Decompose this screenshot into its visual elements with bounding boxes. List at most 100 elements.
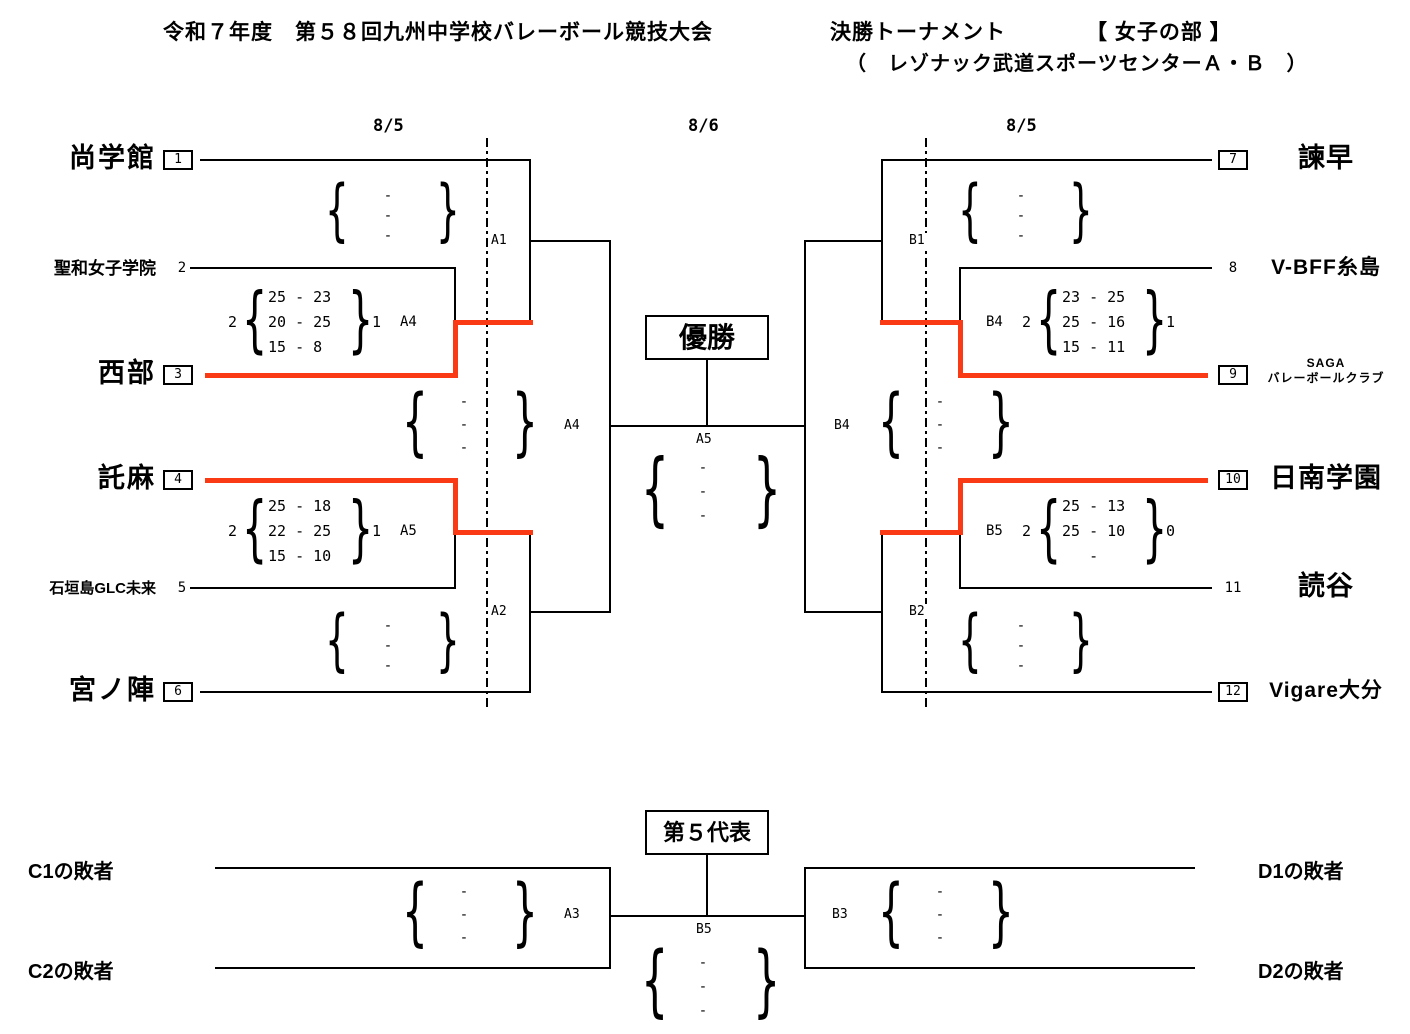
empty-set-scores: - - - xyxy=(1016,188,1026,244)
sets-won-left: 2 xyxy=(228,522,238,540)
bracket-line xyxy=(960,587,1212,589)
winner-line xyxy=(205,373,457,378)
bracket-line xyxy=(610,915,806,917)
sets-won-right: 1 xyxy=(372,313,382,331)
team-name: 読谷 xyxy=(1298,571,1354,601)
referee-label: A5 xyxy=(398,523,419,539)
sets-won-right: 1 xyxy=(1166,313,1176,331)
winner-line xyxy=(958,320,963,378)
match-label-a5: A5 xyxy=(694,432,714,447)
bracket-line xyxy=(805,611,882,613)
seed-number: 8 xyxy=(1228,260,1238,276)
loser-label-d1: D1の敗者 xyxy=(1258,861,1344,883)
seed-number: 11 xyxy=(1224,580,1242,596)
brace-open: { xyxy=(958,171,982,250)
team-name: Vigare大分 xyxy=(1269,679,1383,702)
seed-box: 10 xyxy=(1218,470,1248,490)
team-name: 石垣島GLC未来 xyxy=(49,580,156,597)
date-center: 8/6 xyxy=(688,116,719,136)
brace-close: } xyxy=(988,379,1014,465)
empty-set-scores: - - - xyxy=(935,394,945,456)
fifth-place-box: 第５代表 xyxy=(645,810,769,855)
empty-set-scores: - - - xyxy=(459,884,469,946)
empty-set-scores: - - - xyxy=(935,884,945,946)
bracket-line xyxy=(609,867,611,969)
set-scores: 25 - 18 22 - 25 15 - 10 xyxy=(268,497,332,565)
brace-close: } xyxy=(512,379,538,465)
team-name: 諫早 xyxy=(1298,143,1354,173)
winner-line xyxy=(205,478,457,483)
match-label-b4: B4 xyxy=(832,418,852,433)
referee-label: B5 xyxy=(984,523,1005,539)
winner-line xyxy=(880,530,963,535)
match-label-a1: A1 xyxy=(489,233,509,248)
brace-close: } xyxy=(436,171,460,250)
set-scores: 25 - 23 20 - 25 15 - 8 xyxy=(268,288,332,356)
loser-label-d2: D2の敗者 xyxy=(1258,961,1344,983)
team-name: 西部 xyxy=(98,358,156,388)
match-label-b2: B2 xyxy=(907,604,927,619)
set-scores: 23 - 25 25 - 16 15 - 11 xyxy=(1062,288,1126,356)
brace-open: { xyxy=(242,277,268,361)
brace-open: { xyxy=(325,171,349,250)
brace-close: } xyxy=(753,442,781,535)
match-label-b1: B1 xyxy=(907,233,927,248)
set-scores: 25 - 13 25 - 10 - xyxy=(1062,497,1126,565)
bracket-line xyxy=(530,240,610,242)
sets-won-left: 2 xyxy=(1022,522,1032,540)
day-divider-line xyxy=(925,138,927,710)
date-right: 8/5 xyxy=(1006,116,1037,136)
brace-open: { xyxy=(641,936,669,1026)
bracket-line xyxy=(200,159,530,161)
team-name-line1: SAGA xyxy=(1306,356,1346,370)
bracket-line xyxy=(805,867,1195,869)
winner-line xyxy=(453,530,533,535)
seed-box: 6 xyxy=(163,682,193,702)
brace-close: } xyxy=(753,936,781,1026)
empty-set-scores: - - - xyxy=(383,188,393,244)
seed-number: 2 xyxy=(177,260,187,276)
bracket-line xyxy=(881,531,883,693)
seed-box: 4 xyxy=(163,470,193,490)
winner-line xyxy=(880,320,963,325)
day-divider-line xyxy=(486,138,488,710)
brace-close: } xyxy=(1069,171,1093,250)
bracket-line xyxy=(706,360,708,426)
winner-line xyxy=(453,320,533,325)
bracket-line xyxy=(805,967,1195,969)
bracket-line xyxy=(610,425,806,427)
seed-box: 7 xyxy=(1218,150,1248,170)
bracket-line xyxy=(881,159,883,323)
brace-close: } xyxy=(988,869,1014,955)
match-label-b3: B3 xyxy=(830,907,850,922)
brace-open: { xyxy=(1036,486,1062,570)
referee-label: B4 xyxy=(984,314,1005,330)
team-name: 宮ノ陣 xyxy=(69,675,156,705)
venue-label: （ レゾナック武道スポーツセンターＡ・Ｂ ） xyxy=(846,53,1308,75)
sets-won-left: 2 xyxy=(1022,313,1032,331)
brace-open: { xyxy=(878,379,904,465)
seed-box: 9 xyxy=(1218,365,1248,385)
loser-label-c1: C1の敗者 xyxy=(28,861,114,883)
winner-line xyxy=(958,478,963,535)
division-label: 【 女子の部 】 xyxy=(1086,21,1232,44)
bracket-line xyxy=(215,967,610,969)
team-name: 託麻 xyxy=(98,463,156,493)
winner-line xyxy=(453,320,458,378)
brace-open: { xyxy=(325,601,349,680)
brace-close: } xyxy=(436,601,460,680)
brace-close: } xyxy=(1142,277,1168,361)
brace-open: { xyxy=(878,869,904,955)
winner-line xyxy=(958,478,1208,483)
brace-open: { xyxy=(641,442,669,535)
bracket-line xyxy=(804,867,806,969)
page-title: 令和７年度 第５８回九州中学校バレーボール競技大会 xyxy=(163,21,713,44)
winner-line xyxy=(453,478,458,535)
brace-close: } xyxy=(348,277,374,361)
brace-close: } xyxy=(1069,601,1093,680)
brace-close: } xyxy=(1142,486,1168,570)
empty-set-scores: - - - xyxy=(383,618,393,674)
date-left: 8/5 xyxy=(373,116,404,136)
bracket-line xyxy=(960,267,1212,269)
